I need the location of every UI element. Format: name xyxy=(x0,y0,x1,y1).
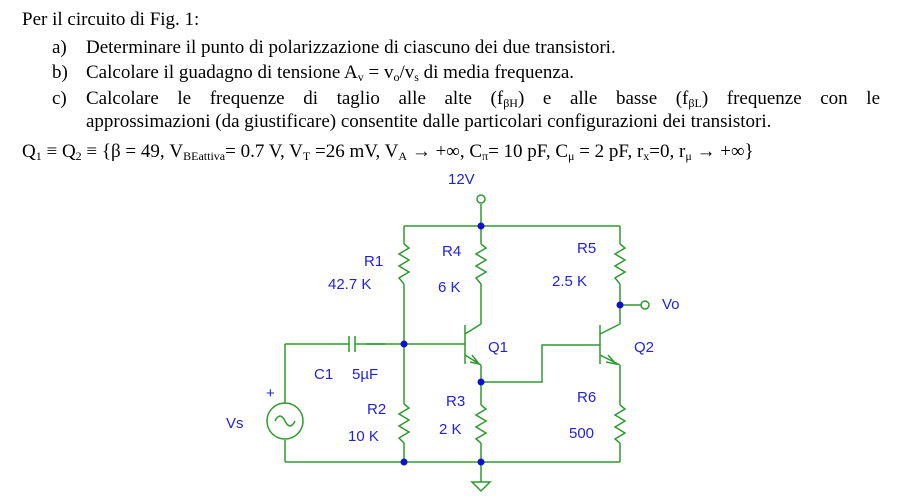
r3-value: 2 K xyxy=(439,421,462,438)
resistor-r6 xyxy=(613,404,627,444)
parameter-subscript: T xyxy=(302,149,311,163)
resistor-r2 xyxy=(397,403,411,444)
parameter-text: ≡ Q xyxy=(41,141,76,162)
r4-name: R4 xyxy=(442,243,462,260)
parameter-text: =0, r xyxy=(649,141,686,162)
resistor-r5 xyxy=(613,243,627,285)
r2-value: 10 K xyxy=(348,428,379,445)
item-marker: a) xyxy=(52,37,67,58)
supply-label: 12V xyxy=(448,171,475,188)
c1-value: 5µF xyxy=(352,366,379,383)
parameter-subscript: A xyxy=(398,149,408,163)
r6-name: R6 xyxy=(577,389,597,406)
q1-label: Q1 xyxy=(488,339,509,356)
text: = v xyxy=(363,62,394,83)
item-text: Calcolare il guadagno di tensione Av = v… xyxy=(86,62,574,84)
parameter-text: → +∞, C xyxy=(407,141,483,162)
source-label: Vs xyxy=(226,415,244,432)
r5-name: R5 xyxy=(577,240,597,257)
subscript: v xyxy=(357,70,364,84)
parameter-text: = 2 pF, r xyxy=(574,141,644,162)
parameter-text: Q xyxy=(22,141,36,162)
item-marker: b) xyxy=(52,62,68,83)
r1-name: R1 xyxy=(364,253,384,270)
parameter-text: → +∞} xyxy=(691,141,754,162)
parameter-text: = 10 pF, C xyxy=(488,141,569,162)
intro-text: Per il circuito di Fig. 1: xyxy=(22,9,200,30)
r5-value: 2.5 K xyxy=(552,273,588,290)
source-plus-sign: + xyxy=(266,385,275,402)
subscript: s xyxy=(414,70,419,84)
subscript: βH xyxy=(503,96,518,110)
r1-value: 42.7 K xyxy=(328,276,372,293)
text: di media frequenza. xyxy=(418,62,574,83)
resistor-r3 xyxy=(474,404,488,444)
parameter-subscript: μ xyxy=(685,149,692,163)
item-text: Determinare il punto di polarizzazione d… xyxy=(86,37,616,58)
r3-name: R3 xyxy=(446,393,466,410)
junction-nodes xyxy=(400,222,624,466)
text: Calcolare il guadagno di tensione A xyxy=(86,62,358,83)
text: /v xyxy=(399,62,415,83)
text: ) e alle basse (f xyxy=(517,88,689,109)
r6-value: 500 xyxy=(569,425,595,442)
parameter-subscript: 2 xyxy=(75,149,82,163)
text: Calcolare le frequenze di taglio alle al… xyxy=(86,88,504,109)
ac-source-icon xyxy=(266,402,304,440)
parameter-subscript: π xyxy=(482,149,489,163)
parameter-text: ≡ {β = 49, V xyxy=(81,141,184,162)
r4-value: 6 K xyxy=(438,279,461,296)
parameter-subscript: μ xyxy=(568,149,575,163)
c1-name: C1 xyxy=(314,366,334,383)
ground-icon xyxy=(470,481,492,493)
parameter-subscript: 1 xyxy=(35,149,42,163)
subscript: o xyxy=(393,70,400,84)
r2-name: R2 xyxy=(367,401,387,418)
item-text: Calcolare le frequenze di taglio alle al… xyxy=(86,88,880,110)
resistor-r4 xyxy=(474,243,488,285)
item-c: c) Calcolare le frequenze di taglio alle… xyxy=(0,88,897,136)
output-label: Vo xyxy=(662,296,680,313)
supply-terminal xyxy=(476,194,486,204)
q2-label: Q2 xyxy=(634,339,655,356)
parameter-text: = 0.7 V, V xyxy=(225,141,303,162)
item-text-line2: approssimazioni (da giustificare) consen… xyxy=(86,111,772,132)
parameter-text: =26 mV, V xyxy=(310,141,399,162)
parameter-subscript: x xyxy=(643,149,650,163)
output-terminal xyxy=(640,300,650,310)
text: ) frequenze con le xyxy=(701,88,881,109)
parameter-subscript: BEattiva xyxy=(183,149,226,163)
transistor-parameters: Q1 ≡ Q2 ≡ {β = 49, VBEattiva= 0.7 V, VT … xyxy=(22,141,754,163)
item-marker: c) xyxy=(52,88,67,109)
subscript: βL xyxy=(688,96,702,110)
resistor-r1 xyxy=(397,243,411,285)
